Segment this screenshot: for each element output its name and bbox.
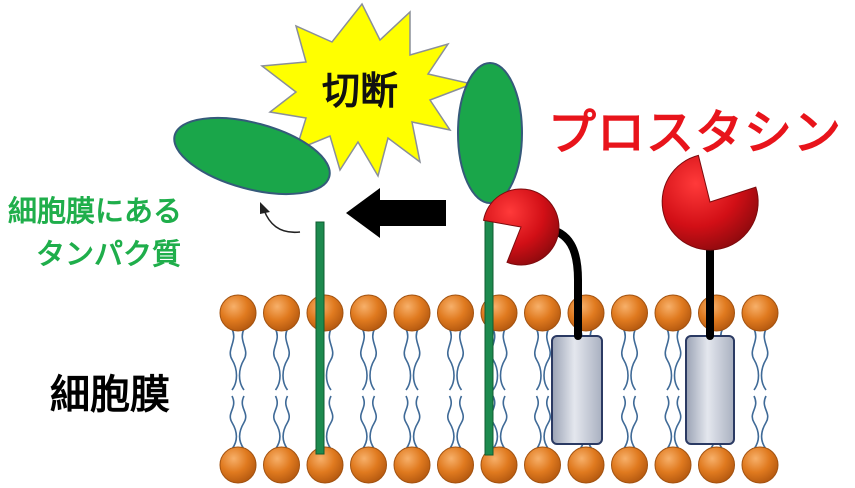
lipid-tail — [325, 395, 334, 450]
membrane-protein-label-line2: タンパク質 — [36, 237, 182, 271]
lipid-tail — [282, 395, 290, 450]
prostasin-enzyme-right — [661, 154, 759, 251]
lipid-tail — [360, 328, 368, 391]
lipid-tail — [403, 395, 412, 450]
lipid-tail — [360, 395, 368, 450]
lipid-tail — [447, 328, 455, 391]
lipid-head — [306, 446, 344, 484]
prostasin-label: プロスタシン — [548, 105, 843, 161]
lipid-tail — [412, 328, 421, 391]
membrane-protein-label-line1: 細胞膜にある — [8, 194, 183, 228]
lipid-head — [611, 294, 648, 332]
cell-membrane-label: 細胞膜 — [50, 372, 170, 418]
lipid-tail — [664, 395, 673, 450]
cleavage-direction-arrow — [346, 188, 446, 238]
lipid-head — [437, 446, 474, 484]
lipid-head — [567, 446, 605, 484]
lipid-tail — [456, 328, 464, 391]
lipid-tail — [664, 328, 673, 391]
lipid-head — [741, 446, 779, 484]
anchor-box-left — [551, 335, 603, 445]
lipid-tail — [760, 328, 769, 391]
lipid-tail — [369, 328, 377, 391]
cleavage-label: 切断 — [322, 69, 398, 113]
lipid-tail — [499, 328, 508, 391]
lipid-tail — [273, 395, 281, 450]
lipid-head — [393, 294, 431, 332]
lipid-tail — [282, 328, 290, 391]
anchor-box-right — [685, 335, 735, 445]
lipid-tail — [673, 328, 682, 391]
release-arrow — [263, 209, 301, 234]
cleaved-protein-stem — [315, 221, 325, 455]
lipid-tail — [751, 395, 760, 450]
lipid-head — [698, 446, 735, 484]
lipid-tail — [543, 328, 551, 391]
lipid-head — [437, 294, 474, 332]
lipid-head — [654, 294, 692, 332]
intact-protein-stem — [484, 214, 494, 456]
lipid-tail — [273, 328, 281, 391]
lipid-tail — [238, 328, 247, 391]
lipid-tail — [238, 395, 247, 450]
cleaved-protein-fragment — [173, 116, 331, 196]
lipid-tail — [751, 328, 760, 391]
lipid-head — [654, 446, 692, 484]
lipid-tail — [403, 328, 412, 391]
lipid-head — [567, 294, 605, 332]
intact-protein-head — [457, 62, 523, 204]
lipid-head — [393, 446, 431, 484]
lipid-tail — [621, 328, 629, 391]
lipid-head — [350, 294, 387, 332]
lipid-tail — [630, 328, 638, 391]
lipid-tail — [543, 395, 551, 450]
lipid-tail — [412, 395, 421, 450]
lipid-head — [263, 446, 300, 484]
lipid-tail — [760, 395, 769, 450]
lipid-head — [350, 446, 387, 484]
lipid-tail — [534, 328, 542, 391]
release-arrow-head — [260, 202, 270, 214]
cleavage-burst — [260, 2, 475, 178]
lipid-head — [219, 446, 257, 484]
lipid-tail — [447, 395, 455, 450]
lipid-tail — [621, 395, 629, 450]
lipid-tail — [673, 395, 682, 450]
prostasin-enzyme-left — [482, 188, 560, 266]
lipid-tail — [369, 395, 377, 450]
lipid-head — [524, 446, 561, 484]
lipid-head — [263, 294, 300, 332]
lipid-tail — [325, 328, 334, 391]
lipid-head — [524, 294, 561, 332]
lipid-tail — [534, 395, 542, 450]
lipid-head — [698, 294, 735, 332]
lipid-tail — [456, 395, 464, 450]
lipid-head — [611, 446, 648, 484]
lipid-head — [306, 294, 344, 332]
lipid-tail — [499, 395, 508, 450]
lipid-head — [480, 446, 518, 484]
lipid-tail — [229, 328, 238, 391]
lipid-tail — [229, 395, 238, 450]
lipid-head — [219, 294, 257, 332]
lipid-head — [741, 294, 779, 332]
lipid-tail — [630, 395, 638, 450]
